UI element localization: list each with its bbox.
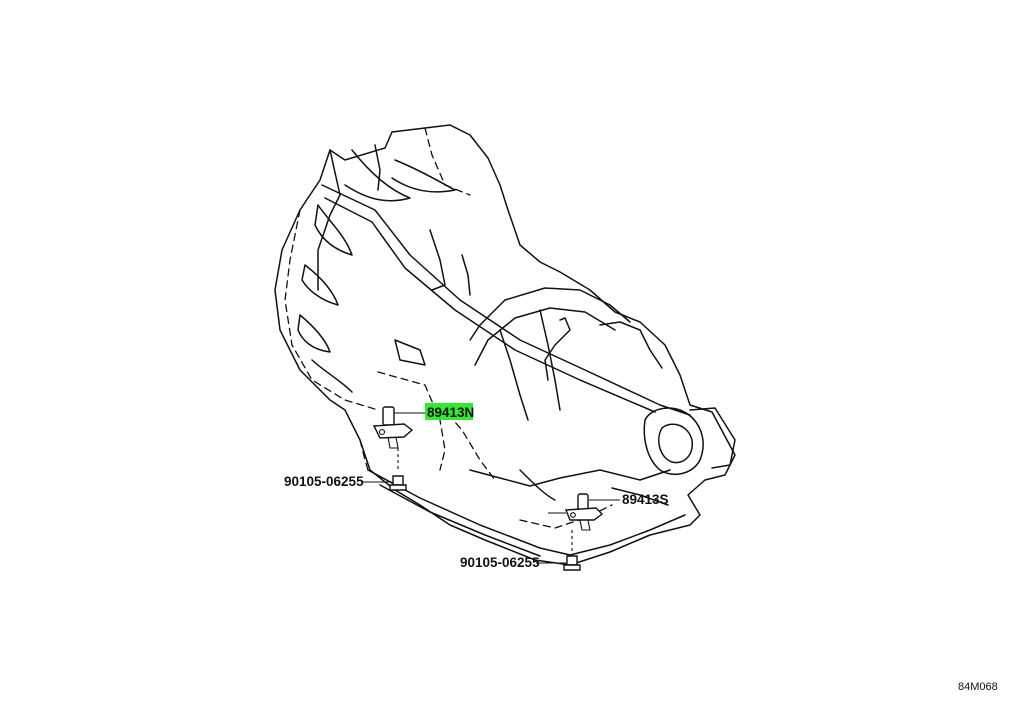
- diagram-code: 84M068: [958, 681, 998, 693]
- part-label-bolt-lower[interactable]: 90105-06255: [460, 555, 540, 570]
- part-label-89413s[interactable]: 89413S: [622, 492, 669, 507]
- speed-sensor-89413n[interactable]: [372, 406, 414, 449]
- highlight-89413n: [425, 403, 473, 420]
- part-label-89413n[interactable]: 89413N: [427, 405, 474, 420]
- bolt-90105-06255-lower[interactable]: [563, 530, 581, 571]
- part-label-bolt-upper[interactable]: 90105-06255: [284, 474, 364, 489]
- speed-sensor-89413s[interactable]: [548, 493, 604, 531]
- bolt-90105-06255-upper[interactable]: [389, 448, 407, 491]
